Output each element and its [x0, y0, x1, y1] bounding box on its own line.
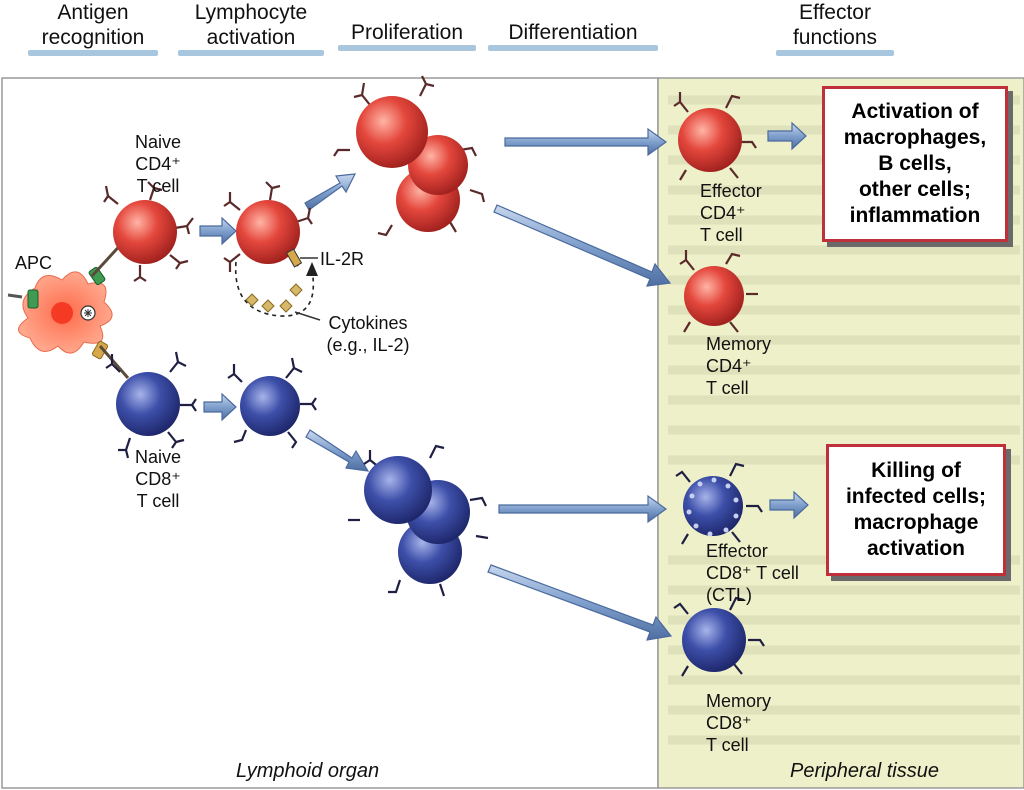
footer-peripheral-tissue: Peripheral tissue	[790, 760, 939, 782]
header-differentiation-line1: Differentiation	[508, 21, 638, 44]
arrow-naive-cd4-to-activated	[199, 216, 237, 246]
header-effector-functions-line2: functions	[792, 26, 878, 49]
cd8-effector-function-box: Killing of infected cells; macrophage ac…	[826, 444, 1006, 576]
arrow-cd4-to-effector	[504, 127, 668, 157]
arrows	[199, 121, 809, 641]
header-lymphocyte-activation-line1: Lymphocyte	[194, 1, 308, 24]
arrow-activated-to-proliferating-cd4	[304, 173, 357, 211]
effector-cd8-cell	[675, 462, 763, 545]
header-effector-functions-line1: Effector	[799, 1, 871, 24]
label-il2r: IL-2R	[320, 249, 365, 269]
il2r-receptor	[285, 248, 303, 268]
label-apc: APC	[15, 253, 53, 273]
arrow-effector-cd8-to-function	[769, 490, 809, 520]
cd4-effector-function-box: Activation of macrophages, B cells, othe…	[822, 86, 1008, 242]
cytokine-loop	[234, 261, 321, 321]
ctl-granules	[686, 477, 739, 537]
arrow-naive-cd8-to-activated	[203, 392, 237, 422]
footer-lymphoid-organ: Lymphoid organ	[236, 760, 380, 782]
header-antigen-recognition: Antigen recognition	[28, 0, 158, 56]
apc-cell	[7, 266, 113, 360]
header-lymphocyte-activation: Lymphocyte activation	[178, 0, 324, 56]
header-lymphocyte-activation-line2: activation	[206, 26, 296, 49]
activated-cd4-cell	[223, 181, 318, 272]
header-proliferation: Proliferation	[338, 0, 476, 51]
naive-cd4-cell	[103, 181, 194, 282]
arrow-cd8-to-effector	[498, 494, 668, 524]
mhc-receptors	[27, 266, 109, 360]
label-memory-cd4: Memory CD4⁺ T cell	[706, 334, 772, 398]
arrow-cd4-to-memory	[493, 204, 672, 287]
arrow-activated-cd8-to-proliferating	[305, 429, 370, 472]
memory-cd4-cell	[679, 250, 758, 333]
label-naive-cd4: Naive CD4⁺ T cell	[134, 132, 182, 196]
memory-cd8-cell	[673, 596, 765, 677]
activated-cd8-cell	[227, 357, 317, 449]
proliferating-cd8-cluster	[348, 444, 489, 597]
header-antigen-recognition-line1: Antigen	[57, 1, 129, 24]
effector-cd4-cell	[673, 92, 757, 181]
apc-nucleus	[51, 302, 73, 324]
label-effector-cd8: Effector CD8⁺ T cell (CTL)	[706, 541, 799, 605]
label-memory-cd8: Memory CD8⁺ T cell	[706, 691, 772, 755]
lymphoid-organ-panel	[1, 77, 659, 789]
label-effector-cd4: Effector CD4⁺ T cell	[700, 181, 762, 245]
cytokine-molecules	[245, 283, 303, 313]
proliferating-cd4-cluster	[333, 75, 486, 237]
label-naive-cd8: Naive CD8⁺ T cell	[134, 447, 182, 511]
label-cytokines: Cytokines (e.g., IL-2)	[326, 313, 410, 355]
arrow-effector-cd4-to-function	[767, 121, 807, 151]
arrow-cd8-to-memory	[487, 564, 673, 641]
header-effector-functions: Effector functions	[776, 0, 894, 56]
header-antigen-recognition-line2: recognition	[41, 26, 145, 49]
header-differentiation: Differentiation	[488, 0, 658, 51]
naive-cd8-cell	[105, 351, 197, 459]
header-proliferation-line1: Proliferation	[350, 21, 464, 44]
